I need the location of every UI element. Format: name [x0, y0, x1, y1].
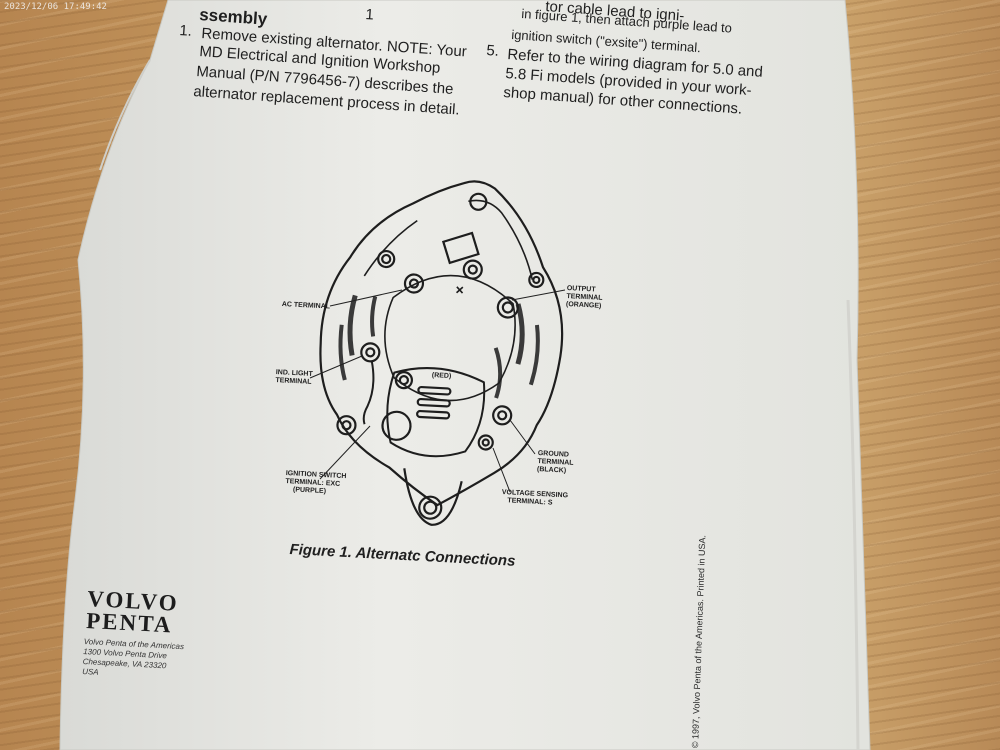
output-terminal-label: OUTPUT TERMINAL (ORANGE) — [566, 285, 603, 311]
ground-terminal-label: GROUND TERMINAL (BLACK) — [537, 450, 574, 476]
timestamp-overlay: 2023/12/06 17:49:42 — [4, 2, 107, 12]
logo-line: PENTA — [85, 607, 174, 638]
volvo-penta-logo: VOLVO PENTA — [85, 586, 180, 638]
ignition-switch-terminal-label: IGNITION SWITCH TERMINAL: EXC (PURPLE) — [285, 470, 346, 497]
red-wire-label: (RED) — [431, 372, 452, 381]
alternator-housing — [319, 180, 564, 507]
terminal-bolts — [336, 249, 545, 451]
ind-light-terminal-label: IND. LIGHT TERMINAL — [275, 369, 313, 387]
company-address: Volvo Penta of the Americas 1300 Volvo P… — [82, 637, 184, 682]
voltage-sensing-terminal-label: VOLTAGE SENSING TERMINAL: S — [501, 489, 569, 508]
